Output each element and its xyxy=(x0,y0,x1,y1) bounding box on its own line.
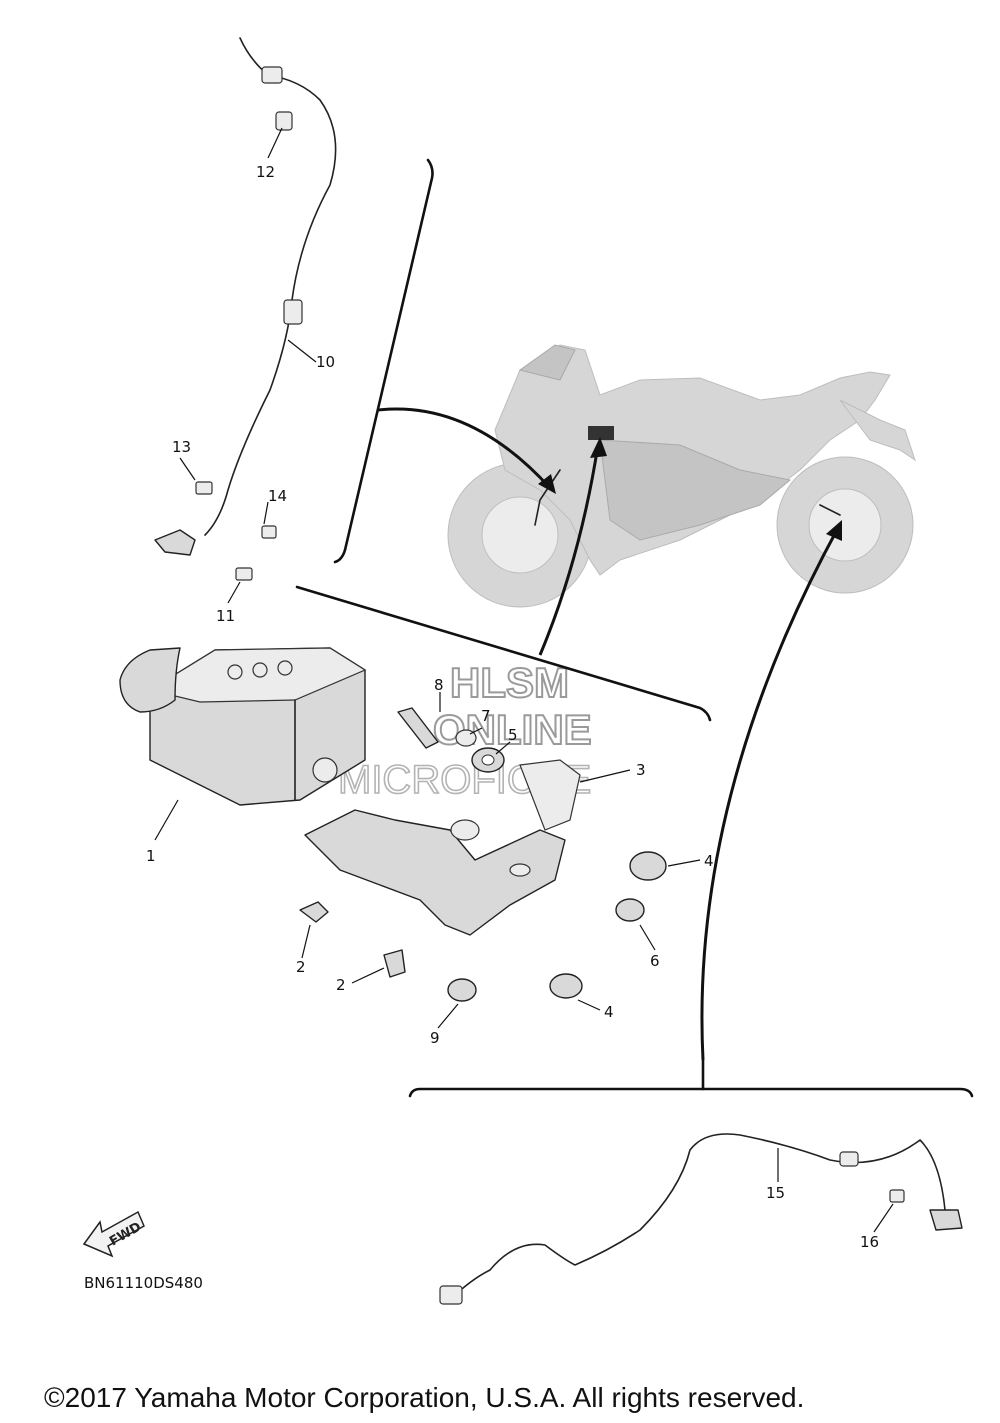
watermark: HLSM ONLINE MICROFICHE xyxy=(337,658,592,803)
copyright-notice: ©2017 Yamaha Motor Corporation, U.S.A. A… xyxy=(44,1382,804,1413)
mounting-bracket xyxy=(304,759,581,936)
grouping-brackets xyxy=(295,158,974,1098)
callout-6: 6 xyxy=(650,952,660,970)
diagram-code: BN61110DS480 xyxy=(84,1274,203,1292)
callout-10: 10 xyxy=(316,353,335,371)
callout-4a: 4 xyxy=(704,852,714,870)
callout-1: 1 xyxy=(146,847,156,865)
callout-11: 11 xyxy=(216,607,235,625)
location-arrows xyxy=(377,407,842,1061)
motorcycle-silhouette xyxy=(447,344,916,608)
callout-2b: 2 xyxy=(336,976,346,994)
callout-3: 3 xyxy=(636,761,646,779)
callout-5: 5 xyxy=(508,726,518,744)
callout-16: 16 xyxy=(860,1233,879,1251)
leader-lines xyxy=(154,127,894,1233)
fwd-arrow: FWD xyxy=(82,1210,145,1258)
rear-sensor-harness xyxy=(439,1133,963,1305)
callout-8: 8 xyxy=(434,676,444,694)
watermark-line1: HLSM xyxy=(450,659,569,706)
callout-13: 13 xyxy=(172,438,191,456)
watermark-line2: ONLINE xyxy=(433,706,592,753)
callout-7: 7 xyxy=(481,707,491,725)
callout-12: 12 xyxy=(256,163,275,181)
callout-4b: 4 xyxy=(604,1003,614,1021)
callout-14: 14 xyxy=(268,487,287,505)
callout-15: 15 xyxy=(766,1184,785,1202)
callouts: 1 2 2 3 4 4 5 6 7 8 9 10 11 12 13 14 15 … xyxy=(146,163,879,1251)
callout-9: 9 xyxy=(430,1029,440,1047)
callout-2a: 2 xyxy=(296,958,306,976)
abs-hydraulic-unit xyxy=(119,647,367,806)
front-sensor-harness xyxy=(154,37,337,581)
